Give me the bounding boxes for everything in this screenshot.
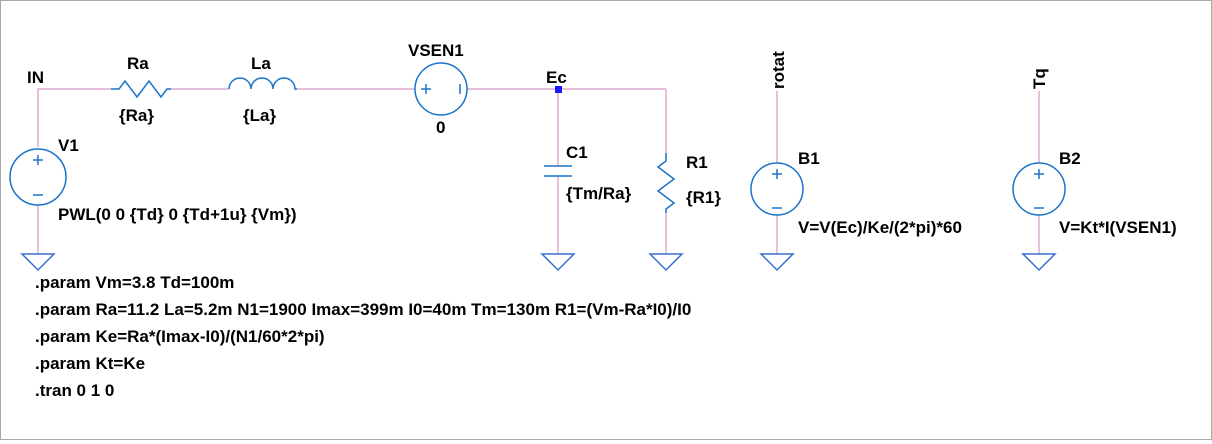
labels: IN Ec rotat Tq Ra {Ra} La {La} VSEN1 0 V…: [27, 41, 1177, 237]
directive-line[interactable]: .param Ke=Ra*(Imax-I0)/(N1/60*2*pi): [35, 327, 325, 346]
ground-icon[interactable]: [20, 253, 56, 272]
c1-value-label[interactable]: {Tm/Ra}: [566, 184, 632, 203]
resistor-r1[interactable]: [656, 153, 676, 213]
behavioral-source-b1[interactable]: [750, 162, 804, 216]
b2-name-label[interactable]: B2: [1059, 149, 1081, 168]
ra-value-label[interactable]: {Ra}: [119, 106, 154, 125]
voltage-source-vsen1[interactable]: [414, 62, 468, 116]
ground-icon[interactable]: [759, 253, 795, 272]
ground-icon[interactable]: [1021, 253, 1057, 272]
c1-name-label[interactable]: C1: [566, 143, 588, 162]
inductor-la[interactable]: [228, 77, 297, 90]
ra-name-label[interactable]: Ra: [127, 54, 149, 73]
vsen1-value-label[interactable]: 0: [436, 118, 445, 137]
net-label-ec[interactable]: Ec: [546, 68, 567, 87]
v1-value-label[interactable]: PWL(0 0 {Td} 0 {Td+1u} {Vm}): [58, 205, 297, 224]
ground-icon[interactable]: [540, 253, 576, 272]
directive-line[interactable]: .tran 0 1 0: [35, 381, 114, 400]
directive-line[interactable]: .param Vm=3.8 Td=100m: [35, 273, 234, 292]
r1-value-label[interactable]: {R1}: [686, 188, 721, 207]
junction-ec: [555, 86, 562, 93]
net-label-tq[interactable]: Tq: [1030, 68, 1049, 89]
b2-value-label[interactable]: V=Kt*I(VSEN1): [1059, 218, 1177, 237]
r1-name-label[interactable]: R1: [686, 153, 708, 172]
voltage-source-v1[interactable]: [9, 148, 67, 206]
wire-in-to-ra: [37, 88, 111, 147]
la-name-label[interactable]: La: [251, 54, 271, 73]
spice-directives: .param Vm=3.8 Td=100m .param Ra=11.2 La=…: [35, 273, 691, 400]
net-label-in[interactable]: IN: [27, 68, 44, 87]
grounds: [20, 253, 1057, 272]
directive-line[interactable]: .param Ra=11.2 La=5.2m N1=1900 Imax=399m…: [35, 300, 691, 319]
directive-line[interactable]: .param Kt=Ke: [35, 354, 145, 373]
resistor-ra[interactable]: [111, 79, 171, 99]
vsen1-name-label[interactable]: VSEN1: [408, 41, 464, 60]
la-value-label[interactable]: {La}: [243, 106, 276, 125]
b1-value-label[interactable]: V=V(Ec)/Ke/(2*pi)*60: [798, 218, 962, 237]
behavioral-source-b2[interactable]: [1012, 162, 1066, 216]
v1-name-label[interactable]: V1: [58, 136, 79, 155]
net-label-rotat[interactable]: rotat: [769, 51, 788, 89]
components: [9, 62, 1066, 216]
b1-name-label[interactable]: B1: [798, 149, 820, 168]
wires: [37, 88, 1040, 254]
ground-icon[interactable]: [648, 253, 684, 272]
